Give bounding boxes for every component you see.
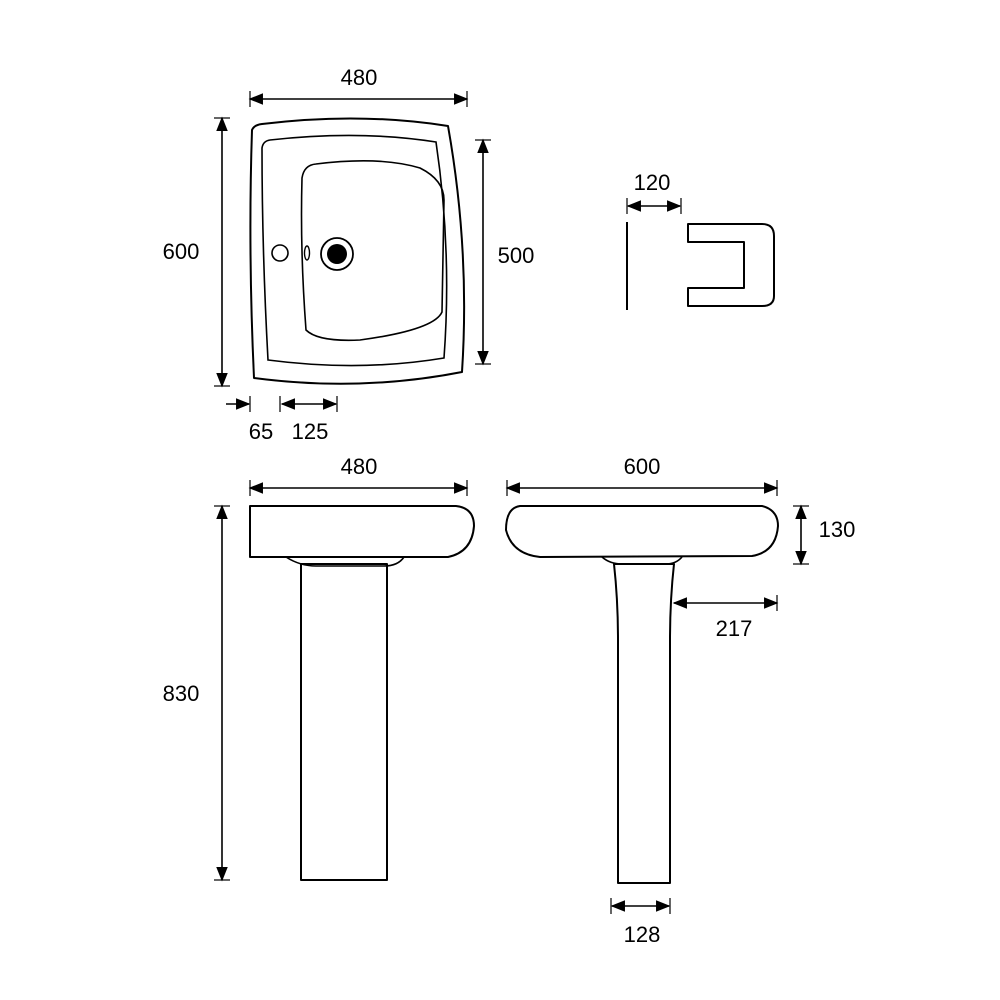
front-pedestal-collar (285, 556, 405, 567)
dim-side-width: 600 (624, 454, 661, 479)
dim-front-width: 480 (341, 454, 378, 479)
side-basin-outline (505, 505, 779, 558)
side-pedestal-collar (601, 556, 683, 565)
plan-view: 480 600 500 65 125 (163, 65, 535, 444)
overflow-slot (303, 245, 311, 261)
dim-wall-gap: 120 (634, 170, 671, 195)
bracket-outline (687, 223, 775, 307)
dim-top-width: 480 (341, 65, 378, 90)
front-basin-outline (249, 505, 475, 558)
basin-inner-rim (261, 134, 448, 367)
front-elevation: 480 830 (163, 454, 475, 882)
front-pedestal (300, 563, 388, 881)
dim-projection: 217 (716, 616, 753, 641)
dim-overall-height: 830 (163, 681, 200, 706)
dim-tap-offset: 65 (249, 419, 273, 444)
side-elevation: 600 130 217 128 (505, 454, 856, 947)
side-pedestal (613, 563, 675, 884)
bowl-outline (300, 160, 445, 342)
basin-outer-outline (249, 117, 466, 385)
dim-bowl-depth: 500 (498, 243, 535, 268)
wall-detail: 120 (626, 170, 775, 310)
dim-basin-height: 130 (819, 517, 856, 542)
dim-top-depth: 600 (163, 239, 200, 264)
dim-tap-spacing: 125 (292, 419, 329, 444)
dim-pedestal-width: 128 (624, 922, 661, 947)
tap-hole (271, 244, 289, 262)
waste-outlet (327, 244, 347, 264)
